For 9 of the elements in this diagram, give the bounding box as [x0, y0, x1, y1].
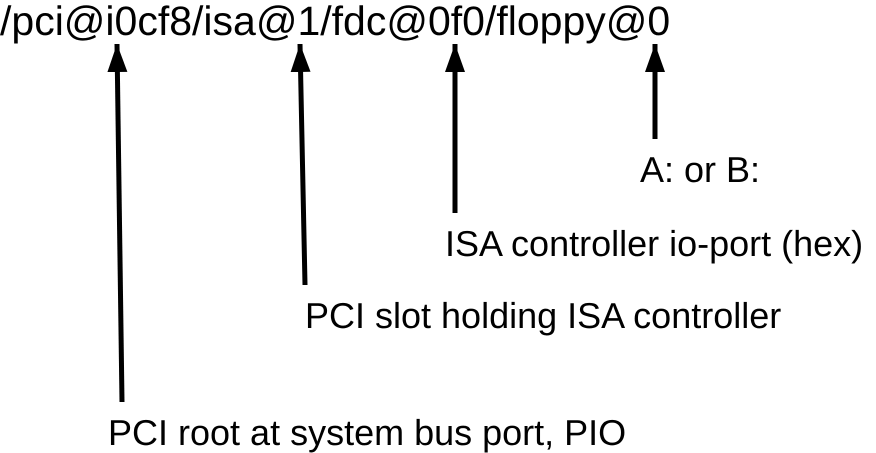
arrow [645, 44, 665, 139]
device-path: /pci@i0cf8/isa@1/fdc@0f0/floppy@0 [0, 0, 670, 44]
annotation-label: ISA controller io-port (hex) [445, 225, 864, 263]
arrow [445, 44, 465, 213]
arrow [107, 44, 128, 402]
annotation-label: PCI root at system bus port, PIO [108, 414, 626, 452]
annotation-label: PCI slot holding ISA controller [305, 297, 782, 335]
arrow [290, 44, 311, 286]
annotation-label: A: or B: [640, 151, 760, 189]
